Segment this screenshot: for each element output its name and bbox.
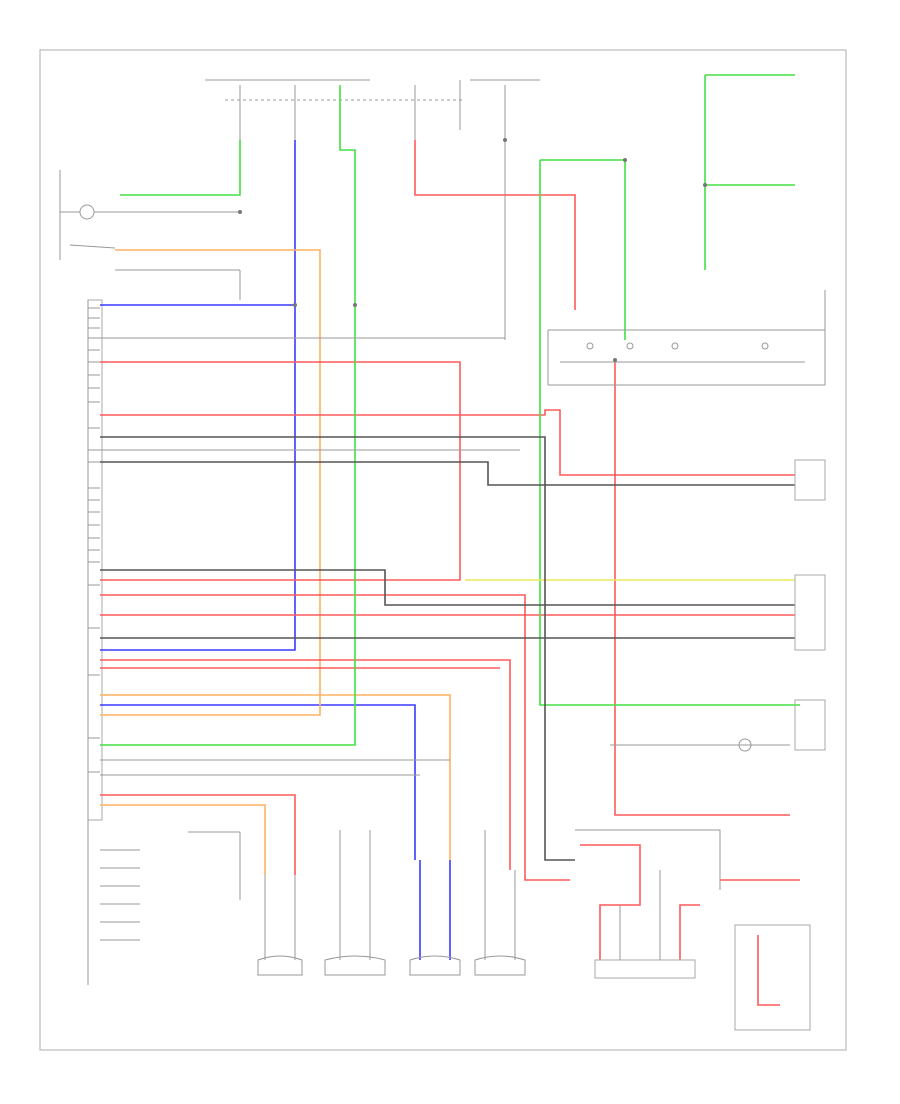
wire-gray-830: [575, 829, 721, 890]
wire-red-right: [614, 360, 790, 816]
wire-red-bottom-a: [580, 844, 641, 960]
diagram-frame: [39, 49, 847, 1051]
wire-green-center: [100, 85, 356, 746]
top-fuse-area: [205, 79, 540, 340]
wire-green-long: [539, 160, 800, 706]
wire-red-595: [100, 594, 570, 881]
wire-blue-lower: [100, 704, 416, 860]
module-pin-ticks: [88, 307, 100, 773]
wire-blue-long: [100, 140, 296, 651]
wire-dark-462: [100, 461, 795, 486]
lower-left-switch: [100, 831, 241, 941]
bottom-connector-assembly: [594, 870, 696, 979]
wire-red-bottom-b: [679, 904, 700, 960]
wire-red-top: [414, 140, 576, 310]
wire-red-660: [100, 659, 511, 870]
wire-green-top-left: [120, 140, 241, 196]
wheel-sensor-front-right: [324, 830, 386, 976]
module-connector-block: [87, 299, 103, 821]
wheel-sensor-front-left: [257, 875, 303, 976]
wheel-sensor-rear-left: [409, 860, 461, 976]
combination-meter: [547, 290, 826, 386]
right-components: [610, 459, 826, 1031]
wheel-sensor-rear-right: [474, 830, 526, 976]
wire-dark-570: [100, 569, 795, 606]
wire-orange: [100, 249, 321, 716]
wire-orange-lower: [100, 804, 266, 875]
wire-orange-mid: [100, 694, 451, 860]
wire-red-main: [100, 409, 795, 476]
wire-dark-437: [100, 436, 575, 861]
wire-green-top-right: [540, 159, 626, 340]
wire-red-upper: [100, 361, 461, 581]
left-switch-area: [59, 170, 241, 300]
wire-red-lower: [100, 794, 296, 875]
wire-red-box: [757, 935, 780, 1006]
junction-dots: [238, 138, 707, 362]
